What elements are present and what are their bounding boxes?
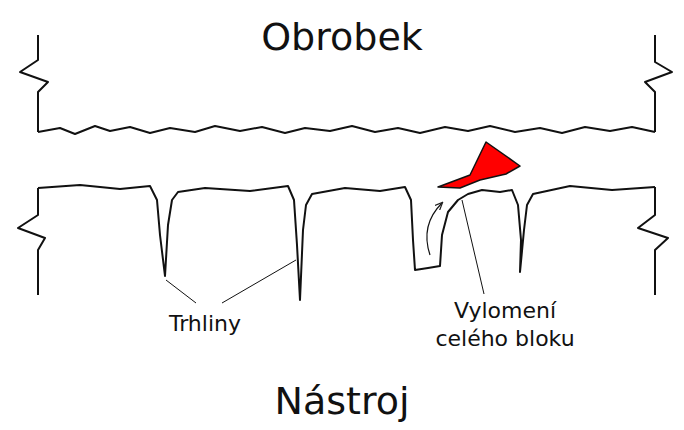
crack-label: Trhliny [130,310,280,338]
chip-label: Vylomení celého bloku [415,297,595,352]
motion-arrow [427,203,442,255]
workpiece-label: Obrobek [192,14,492,62]
tool-label: Nástroj [192,378,492,426]
tool-right-edge [638,187,668,295]
broken-block [438,142,520,188]
tool-left-edge [18,188,45,295]
workpiece-right-edge [645,35,672,132]
tool-surface-with-cracks [38,185,655,300]
workpiece-surface [38,126,655,134]
workpiece-left-edge [20,35,48,132]
leader-line [166,280,196,303]
leader-line [462,200,484,294]
leader-line [222,260,296,303]
